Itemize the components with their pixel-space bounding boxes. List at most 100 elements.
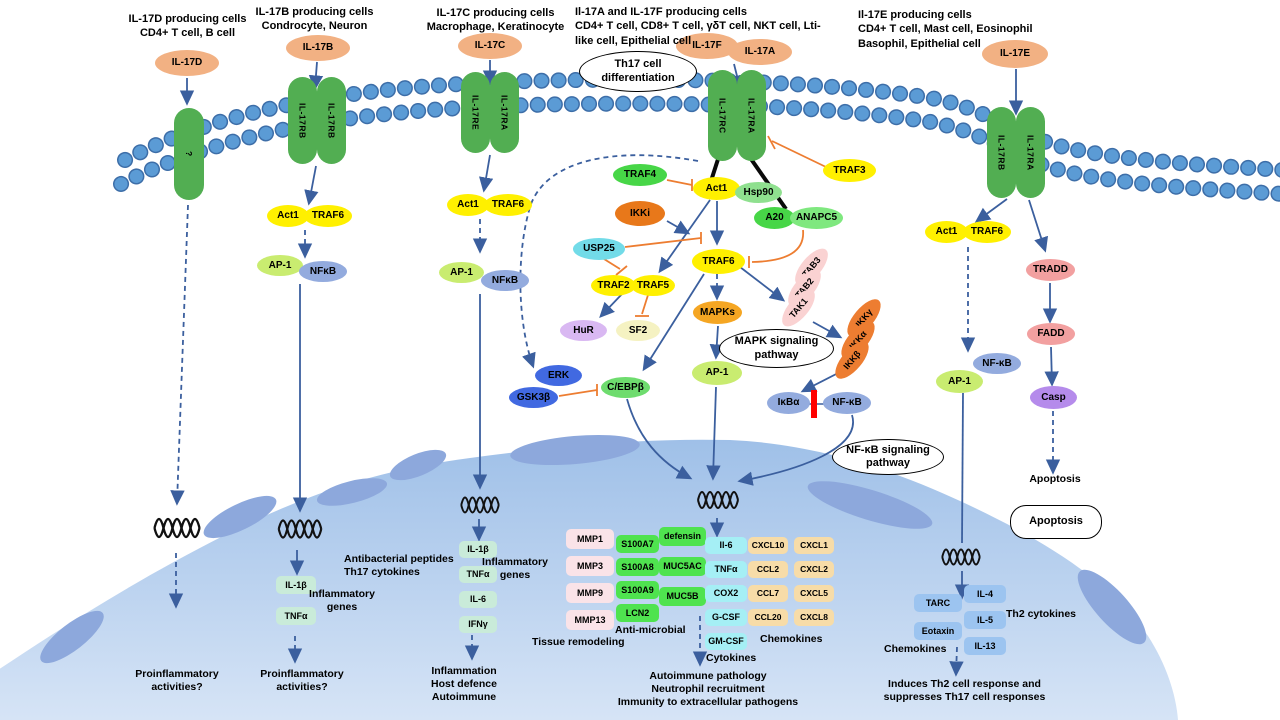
node-hsp90: Hsp90	[735, 182, 782, 203]
gene-box: Il-6	[705, 537, 747, 554]
outcome-il17c: Inflammation Host defence Autoimmune	[431, 665, 497, 704]
gene-box: S100A8	[616, 558, 659, 576]
receptor-il17rb: IL-17RB	[317, 77, 346, 164]
node-a20: A20	[754, 207, 795, 229]
receptor-il17ra: IL-17RA	[1016, 107, 1045, 198]
receptor-il17rb: IL-17RB	[987, 107, 1016, 198]
node-nfkb: NFκB	[481, 270, 529, 291]
node-ap1: AP-1	[692, 361, 742, 385]
gene-box: IL-13	[964, 637, 1006, 655]
node-erk: ERK	[535, 365, 582, 386]
node-traf5: TRAF5	[631, 275, 675, 296]
label-inflammatory-genes: Inflammatory genes	[482, 556, 548, 582]
ligand-il17b: IL-17B	[286, 35, 350, 61]
chemokine-genes-right: TARC Eotaxin	[914, 594, 962, 640]
gene-box: COX2	[705, 585, 747, 602]
node-ap1: AP-1	[257, 255, 303, 276]
outcome-il17b: Proinflammatory activities?	[260, 668, 344, 694]
node-act1: Act1	[693, 177, 740, 200]
label-tissue-remodeling: Tissue remodeling	[532, 636, 625, 648]
gene-box: S100A7	[616, 535, 659, 553]
receptor-il17ra: IL-17RA	[737, 70, 766, 161]
gene-box: MMP9	[566, 583, 614, 603]
gene-box: CXCL1	[794, 537, 834, 554]
node-casp: Casp	[1030, 386, 1077, 409]
label-inflammatory-genes: Inflammatory genes	[309, 588, 375, 614]
nucleus-plates	[40, 434, 1147, 664]
node-traf3: TRAF3	[823, 159, 876, 182]
node-ikki: IKKi	[615, 201, 665, 226]
gene-box: LCN2	[616, 604, 659, 622]
gene-box: S100A9	[616, 581, 659, 599]
label-antibacterial: Antibacterial peptides Th17 cytokines	[344, 553, 454, 579]
ligand-il17a: IL-17A	[728, 39, 792, 65]
node-act1: Act1	[447, 194, 489, 216]
label-antimicrobial: Anti-microbial	[615, 624, 686, 636]
gene-box: defensin	[659, 527, 706, 546]
node-traf6: TRAF6	[692, 249, 745, 274]
label-cytokines: Cytokines	[706, 652, 757, 664]
gene-box: TARC	[914, 594, 962, 612]
node-ap1: AP-1	[936, 370, 983, 393]
apoptosis-callout: Apoptosis	[1010, 505, 1102, 539]
gene-box: CCL2	[748, 561, 788, 578]
th17-differentiation-callout: Th17 cell differentiation	[579, 51, 697, 92]
gene-box: CXCL8	[794, 609, 834, 626]
node-traf4: TRAF4	[613, 164, 667, 186]
ligand-il17f: IL-17F	[676, 33, 738, 59]
gene-box: TNFα	[705, 561, 747, 578]
node-anapc5: ANAPC5	[790, 207, 843, 229]
gene-box: MMP3	[566, 556, 614, 576]
cell-membrane	[113, 71, 1280, 202]
node-fadd: FADD	[1027, 323, 1075, 345]
node-traf6: TRAF6	[963, 221, 1011, 243]
gene-box: CXCL5	[794, 585, 834, 602]
label-apoptosis: Apoptosis	[1029, 473, 1081, 485]
mapk-pathway-callout: MAPK signaling pathway	[719, 329, 834, 368]
gene-box: MUC5B	[659, 587, 706, 606]
node-sf2: SF2	[616, 320, 660, 341]
node-act1: Act1	[267, 205, 309, 227]
nfkb-pathway-callout: NF-κB signaling pathway	[832, 439, 944, 475]
signal-arrows	[168, 60, 1061, 677]
node-ap1: AP-1	[439, 262, 484, 283]
receptor-il17rb: IL-17RB	[288, 77, 317, 164]
node-mapks: MAPKs	[693, 301, 742, 324]
node-nfkb: NFκB	[299, 261, 347, 282]
gene-box: Eotaxin	[914, 622, 962, 640]
header-il17af: Il-17A and IL-17F producing cells CD4+ T…	[575, 6, 821, 47]
ligand-il17d: IL-17D	[155, 50, 219, 76]
gene-box: MMP1	[566, 529, 614, 549]
gene-box: IL-1β	[276, 576, 316, 594]
node-traf2: TRAF2	[591, 275, 636, 296]
header-il17d: IL-17D producing cells CD4+ T cell, B ce…	[128, 13, 247, 40]
inhibition-lines	[558, 135, 827, 397]
gene-box: GM-CSF	[705, 633, 747, 650]
gene-box: CXCL2	[794, 561, 834, 578]
gene-box: IL-4	[964, 585, 1006, 603]
label-chemokines: Chemokines	[884, 643, 947, 655]
node-nfkb: NF-κB	[823, 392, 871, 414]
ligand-il17c: IL-17C	[458, 33, 522, 59]
nfkb-block-bar	[811, 390, 817, 418]
outcome-il17d: Proinflammatory activities?	[135, 668, 219, 694]
receptor-il17d-unknown: ?	[174, 108, 204, 200]
label-chemokines: Chemokines	[760, 633, 823, 645]
gene-box: G-CSF	[705, 609, 747, 626]
header-il17e: Il-17E producing cells CD4+ T cell, Mast…	[858, 9, 1033, 50]
gene-box: CXCL10	[748, 537, 788, 554]
outcome-il17e: Induces Th2 cell response and suppresses…	[883, 678, 1046, 704]
header-il17c: IL-17C producing cells Macrophage, Kerat…	[426, 7, 565, 34]
ligand-il17e: IL-17E	[982, 40, 1048, 68]
gene-box: TNFα	[276, 607, 316, 625]
node-tradd: TRADD	[1026, 259, 1075, 281]
